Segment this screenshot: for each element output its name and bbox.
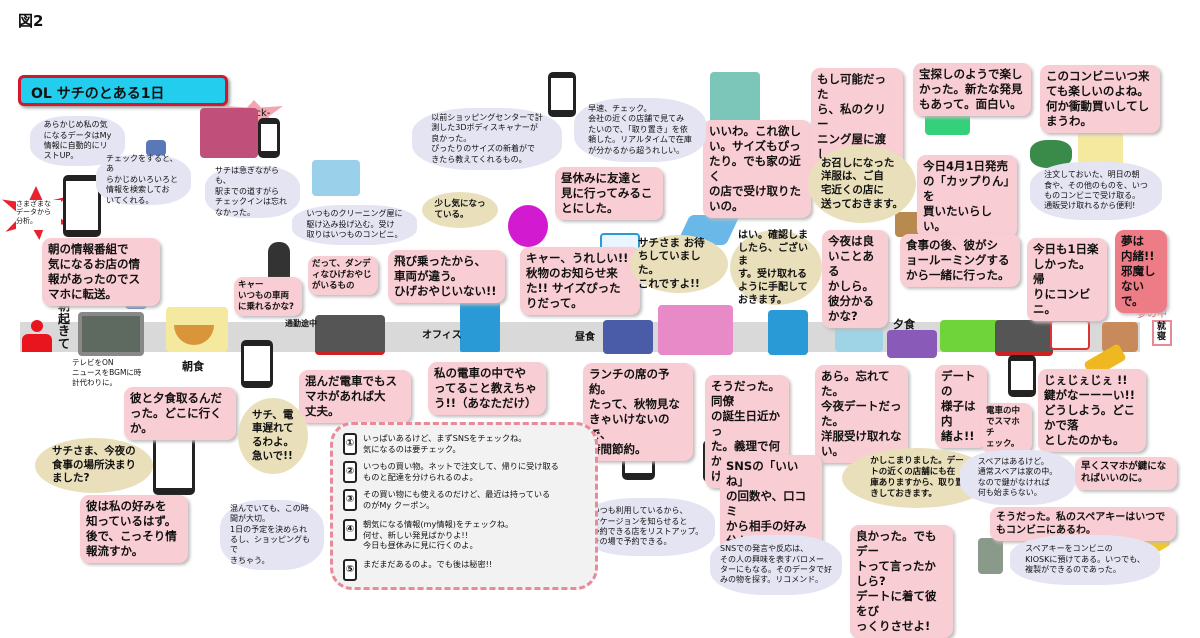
label-office: オフィス: [422, 330, 462, 341]
shop-icon: [200, 108, 258, 158]
speech-bubble: ランチの席の予約。 たって、秋物見な きゃいけないので、 時間節約。: [583, 363, 693, 461]
speech-bubble-phone: サチさま、今夜の 食事の場所決まり ました?: [35, 438, 153, 493]
thought-cloud: いつものクリーニング屋に 駆け込み投げ込む。受け 取りはいつものコンビニ。: [292, 205, 417, 245]
speech-bubble: 私の電車の中でや ってること教えちゃ う!!（あなただけ）: [428, 362, 546, 415]
thought-cloud: スペアキーをコンビニの KIOSKに預けてある。いつでも、 複製ができるのであっ…: [1010, 535, 1160, 585]
speech-bubble-store: サチさま お待 ちしていました。 これですよ!!: [630, 235, 728, 293]
speech-bubble: 昼休みに友達と 見に行ってみるこ とにした。: [555, 167, 663, 220]
thought-cloud: いつも利用しているから、 オケージョンを知らせると 予約できる店をリストアップ。…: [580, 498, 715, 556]
showroom-icon: [940, 320, 1005, 352]
speech-bubble: 宝探しのようで楽し かった。新たな発見 もあって。面白い。: [913, 63, 1031, 116]
speech-bubble: このコンビニいつ来 ても楽しいのよね。 何か衝動買いしてし まうわ。: [1040, 65, 1160, 133]
smartphone-icon: [63, 175, 101, 237]
label-lunch: 昼食: [575, 332, 595, 343]
number-badge: ⑤: [343, 559, 357, 581]
speech-bubble: 今夜は良 いことある かしら。 彼分かる かな?: [822, 230, 888, 328]
smartphone-icon: [1008, 355, 1036, 397]
label-wake-up: 朝起きて: [58, 299, 71, 351]
speech-bubble: 食事の後、彼がシ ョールーミングする から一緒に行った。: [900, 234, 1020, 287]
number-badge: ②: [343, 461, 357, 483]
kiosk-icon: [978, 538, 1003, 574]
speech-bubble: 早くスマホが鍵にな ればいいのに。: [1075, 457, 1177, 490]
speech-bubble: あら。忘れてた。 今夜デートだった。 洋服受け取れな い。: [815, 365, 908, 463]
cereal-icon: [1078, 132, 1123, 167]
speech-bubble-store: はい。確認しま したら、ございま す。受け取れる ように手配して おきます。: [730, 230, 822, 306]
number-badge: ③: [343, 489, 357, 511]
thought-cloud: 注文しておいた、明日の朝 食や、その他のものを、いつ ものコンビニで受け取る。 …: [1030, 162, 1162, 220]
train-icon: [315, 315, 385, 355]
page-title: OL サチのとある1日: [18, 75, 228, 106]
number-badge: ④: [343, 519, 357, 541]
speech-bubble: 彼は私の好みを 知っているはず。 後で、こっそり情 報流すか。: [80, 495, 188, 563]
thought-cloud: 早速、チェック。 会社の近くの店舗で見てみ たいので、「取り置き」を依 頼した。…: [574, 98, 706, 162]
speech-bubble-phone: サチ、電 車遅れて るわよ。 急いで!!: [238, 398, 308, 474]
smartphone-icon: [153, 433, 195, 495]
smartphone-usage-list: ① いっぱいあるけど、まずSNSをチェックね。 気になるのは要チェック。 ② いつも…: [330, 422, 598, 590]
label-breakfast: 朝食: [182, 360, 204, 373]
train-icon-2: [995, 320, 1053, 356]
number-badge: ①: [343, 433, 357, 455]
label-commute: 通勤途中: [285, 319, 317, 328]
breakfast-cereal-icon: [166, 307, 228, 352]
list-item: ④ 朝気になる情報(my情報)をチェックね。 何せ、新しい発見ばかりよ!! 今日も…: [343, 519, 513, 551]
clothes-icon: [508, 205, 548, 247]
list-item-text: いっぱいあるけど、まずSNSをチェックね。 気になるのは要チェック。: [363, 433, 527, 454]
tv-note: テレビをON ニュースをBGMに時 計代わりに。: [72, 358, 142, 387]
list-item: ① いっぱいあるけど、まずSNSをチェックね。 気になるのは要チェック。: [343, 433, 527, 455]
thought-cloud: サチは急ぎながらも、 駅までの道すがら チェックインは忘れ なかった。: [205, 166, 300, 218]
list-item-text: 朝気になる情報(my情報)をチェックね。 何せ、新しい発見ばかりよ!! 今日も昼…: [363, 519, 514, 551]
thought-cloud: 以前ショッピングセンターで計 測した3Dボディスキャナーが 良かった。 ぴったり…: [412, 108, 562, 170]
list-item-text: まだまだあるのよ。でも後は秘密!!: [363, 559, 493, 569]
speech-bubble: キャー、うれしい!! 秋物のお知らせ来 た!! サイズぴった りだって。: [520, 247, 640, 315]
thought-cloud: スペアはあるけど。 通常スペアは家の中。 なので鍵がなければ 何も始まらない。: [960, 450, 1075, 505]
speech-bubble-store: お召しになった 洋服は、ご自 宅近くの店に 送っておきます。: [808, 145, 916, 223]
analysis-badge: さまざまな データから 分析。: [16, 200, 61, 230]
label-dinner: 夕食: [893, 318, 915, 331]
figure-label: 図2: [18, 12, 44, 30]
list-item: ② いつもの買い物。ネットで注文して、帰りに受け取る ものと配達を分けられるのよ。: [343, 461, 559, 483]
speech-bubble: じぇじぇじぇ !! 鍵がなーーーい!! どうしよう。どこかで落 としたのかも。: [1038, 369, 1146, 452]
thought-cloud: SNSでの発言や反応は、 その人の興味を表すバロメー ターにもなる。そのデータで…: [710, 535, 842, 595]
speech-bubble: 混んだ電車でもス マホがあれば大 丈夫。: [299, 370, 411, 423]
list-item: ③ その買い物にも使えるのだけど、最近は持っている のがMy クーポン。: [343, 489, 550, 511]
thought-bubble: 少し気になっ ている。: [422, 192, 498, 228]
like-icon: [146, 140, 166, 156]
businessman-icon: [268, 242, 290, 282]
lunch-restaurant-icon: [603, 320, 653, 354]
label-sleep: 就寝: [1152, 320, 1172, 346]
list-item-text: その買い物にも使えるのだけど、最近は持っている のがMy クーポン。: [363, 489, 551, 510]
speech-bubble: 朝の情報番組で 気になるお店の情 報があったのでス マホに転送。: [42, 238, 160, 306]
speech-bubble: 彼と夕食取るんだ った。どこに行くか。: [124, 387, 236, 440]
convenience-store-icon: [1050, 320, 1090, 350]
speech-bubble: キャー いつもの車両 に乗れるかな?: [234, 277, 302, 317]
speech-bubble: 今日も1日楽 しかった。帰 りにコンビニ。: [1027, 238, 1107, 321]
thought-cloud: 混んでいても、この時 間が大切。 1日の予定を決められ るし、ショッピングもで …: [220, 500, 324, 570]
speech-bubble: いいわ。これ欲し い。サイズもぴっ たり。でも家の近く の店で受け取りた いの。: [703, 120, 811, 218]
label-dream: 夢の中: [1137, 309, 1167, 320]
smartphone-train-icon: [241, 340, 273, 388]
shop-building-icon: [658, 305, 733, 355]
dinner-icon: [887, 330, 937, 358]
person-icon: [22, 320, 52, 352]
speech-bubble: デートの 様子は内 緒よ!!: [935, 365, 987, 448]
thought-cloud: チェックをすると、あ らかじめいろいろと 情報を検索してお いてくれる。: [96, 154, 191, 205]
speech-bubble: 飛び乗ったから、 車両が違う。 ひげおやじいない!!: [388, 250, 505, 303]
television-icon: [78, 312, 144, 356]
speech-bubble: 今日4月1日発売 の「カップりん」を 買いたいらしい。: [917, 155, 1017, 238]
thought-cloud: あらかじめ私の気 になるデータはMy 情報に自動的にリ ストUP。: [30, 116, 125, 166]
speech-bubble: 電車の中 でスマホチ ェック。: [982, 403, 1032, 454]
smartphone-hanger-icon: [548, 72, 576, 117]
speech-bubble: だって、ダンデ ィなひげおやじ がいるもの: [308, 256, 378, 296]
speech-bubble: 良かった。でもデー トって言ったかしら? デートに着て彼をび っくりさせよ!: [850, 525, 953, 638]
list-item: ⑤ まだまだあるのよ。でも後は秘密!!: [343, 559, 492, 581]
list-item-text: いつもの買い物。ネットで注文して、帰りに受け取る ものと配達を分けられるのよ。: [363, 461, 559, 482]
speech-bubble: 夢は 内緒!! 邪魔し ないで。: [1115, 230, 1167, 313]
office-building-icon-2: [768, 310, 808, 355]
office-building-icon: [460, 300, 500, 352]
cleaning-shop-icon: [312, 160, 360, 196]
fitting-room-icon: [710, 72, 760, 124]
smartphone-icon: [258, 118, 280, 158]
